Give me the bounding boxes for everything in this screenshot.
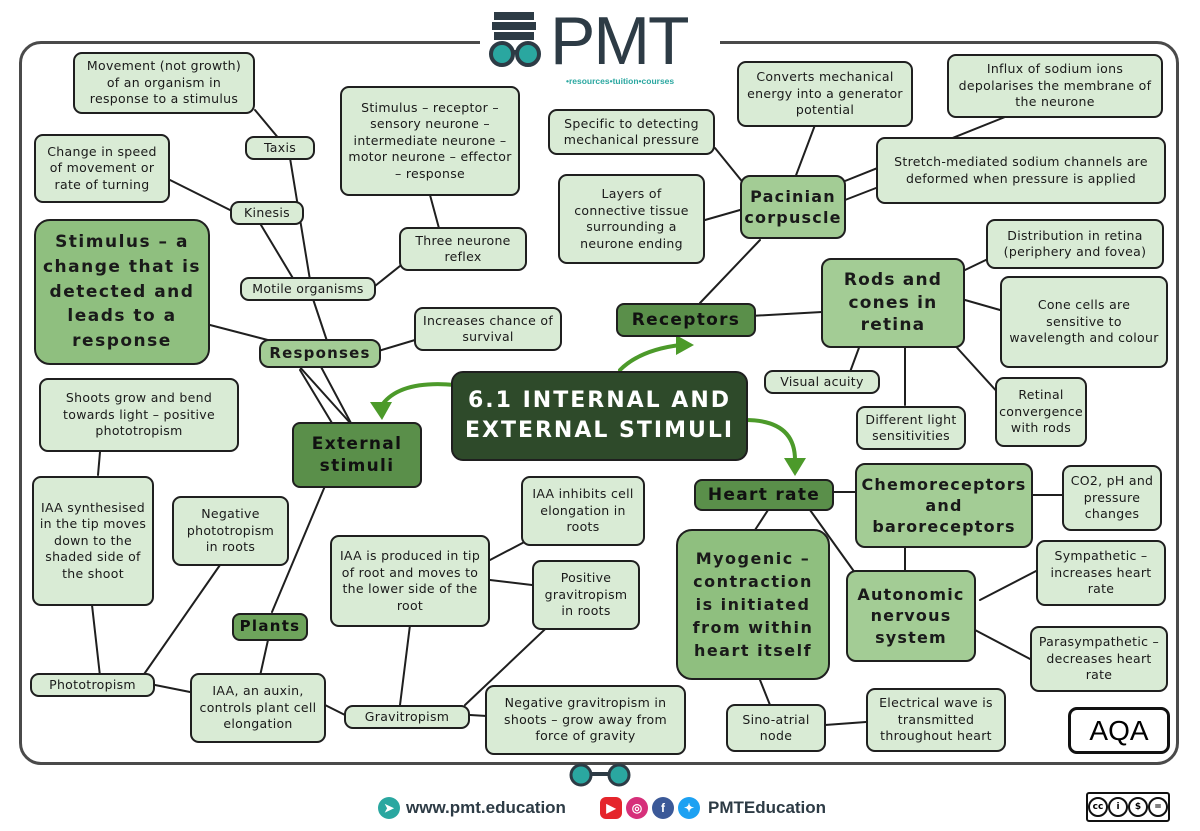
exam-board-badge: AQA — [1068, 707, 1170, 754]
logo-tagline: •resources•tuition•courses — [566, 76, 675, 86]
node-iaa-tip: IAA synthesised in the tip moves down to… — [32, 476, 154, 606]
node-positive-gravitropism: Positive gravitropism in roots — [532, 560, 640, 630]
cc-icon: cc — [1088, 797, 1108, 817]
node-sino-atrial-node: Sino-atrial node — [726, 704, 826, 752]
node-stimulus-definition: Stimulus – a change that is detected and… — [34, 219, 210, 365]
node-co2-ph: CO2, pH and pressure changes — [1062, 465, 1162, 531]
node-chemoreceptors: Chemoreceptors and baroreceptors — [855, 463, 1033, 548]
cc-license-badge[interactable]: cc i $ = — [1086, 792, 1170, 822]
node-sodium-influx: Influx of sodium ions depolarises the me… — [947, 54, 1163, 118]
facebook-icon[interactable]: f — [652, 797, 674, 819]
node-plants: Plants — [232, 613, 308, 641]
node-retinal-convergence: Retinal convergence with rods — [995, 377, 1087, 447]
node-parasympathetic: Parasympathetic – decreases heart rate — [1030, 626, 1168, 692]
node-myogenic: Myogenic – contraction is initiated from… — [676, 529, 830, 680]
central-topic: 6.1 INTERNAL AND EXTERNAL STIMULI — [451, 371, 748, 461]
by-icon: i — [1108, 797, 1128, 817]
logo-text: PMT — [550, 3, 690, 79]
node-taxis: Taxis — [245, 136, 315, 160]
node-pacinian-corpuscle: Pacinian corpuscle — [740, 175, 846, 239]
node-kinesis-definition: Change in speed of movement or rate of t… — [34, 134, 170, 203]
node-rods-cones: Rods and cones in retina — [821, 258, 965, 348]
social-handle[interactable]: PMTEducation — [708, 798, 827, 817]
node-negative-phototropism: Negative phototropism in roots — [172, 496, 289, 566]
node-cone-cells: Cone cells are sensitive to wavelength a… — [1000, 276, 1168, 368]
node-sympathetic: Sympathetic – increases heart rate — [1036, 540, 1166, 606]
node-motile-organisms: Motile organisms — [240, 277, 376, 301]
node-converts-energy: Converts mechanical energy into a genera… — [737, 61, 913, 127]
footer-website[interactable]: ➤ www.pmt.education — [378, 797, 566, 819]
node-iaa-inhibits: IAA inhibits cell elongation in roots — [521, 476, 645, 546]
nc-icon: $ — [1128, 797, 1148, 817]
node-gravitropism: Gravitropism — [344, 705, 470, 729]
footer-social[interactable]: ▶ ◎ f ✦ PMTEducation — [600, 797, 826, 819]
node-visual-acuity: Visual acuity — [764, 370, 880, 394]
node-increases-survival: Increases chance of survival — [414, 307, 562, 351]
glasses-icon — [569, 763, 631, 787]
node-reflex-pathway: Stimulus – receptor – sensory neurone – … — [340, 86, 520, 196]
node-heart-rate: Heart rate — [694, 479, 834, 511]
node-shoots-phototropism: Shoots grow and bend towards light – pos… — [39, 378, 239, 452]
instagram-icon[interactable]: ◎ — [626, 797, 648, 819]
node-external-stimuli: External stimuli — [292, 422, 422, 488]
node-receptors: Receptors — [616, 303, 756, 337]
cursor-icon: ➤ — [378, 797, 400, 819]
node-responses: Responses — [259, 339, 381, 368]
node-negative-gravitropism: Negative gravitropism in shoots – grow a… — [485, 685, 686, 755]
node-connective-tissue: Layers of connective tissue surrounding … — [558, 174, 705, 264]
node-autonomic: Autonomic nervous system — [846, 570, 976, 662]
website-link[interactable]: www.pmt.education — [406, 798, 566, 817]
pmt-logo: PMT •resources•tuition•courses — [480, 3, 720, 86]
node-phototropism: Phototropism — [30, 673, 155, 697]
node-iaa-auxin: IAA, an auxin, controls plant cell elong… — [190, 673, 326, 743]
youtube-icon[interactable]: ▶ — [600, 797, 622, 819]
twitter-icon[interactable]: ✦ — [678, 797, 700, 819]
node-three-neurone-reflex: Three neurone reflex — [399, 227, 527, 271]
glasses-books-icon — [489, 12, 541, 67]
node-stretch-channels: Stretch-mediated sodium channels are def… — [876, 137, 1166, 204]
node-specific-pressure: Specific to detecting mechanical pressur… — [548, 109, 715, 155]
node-electrical-wave: Electrical wave is transmitted throughou… — [866, 688, 1006, 752]
node-iaa-root: IAA is produced in tip of root and moves… — [330, 535, 490, 627]
node-retina-distribution: Distribution in retina (periphery and fo… — [986, 219, 1164, 269]
node-light-sensitivities: Different light sensitivities — [856, 406, 966, 450]
nd-icon: = — [1148, 797, 1168, 817]
node-taxis-definition: Movement (not growth) of an organism in … — [73, 52, 255, 114]
node-kinesis: Kinesis — [230, 201, 304, 225]
